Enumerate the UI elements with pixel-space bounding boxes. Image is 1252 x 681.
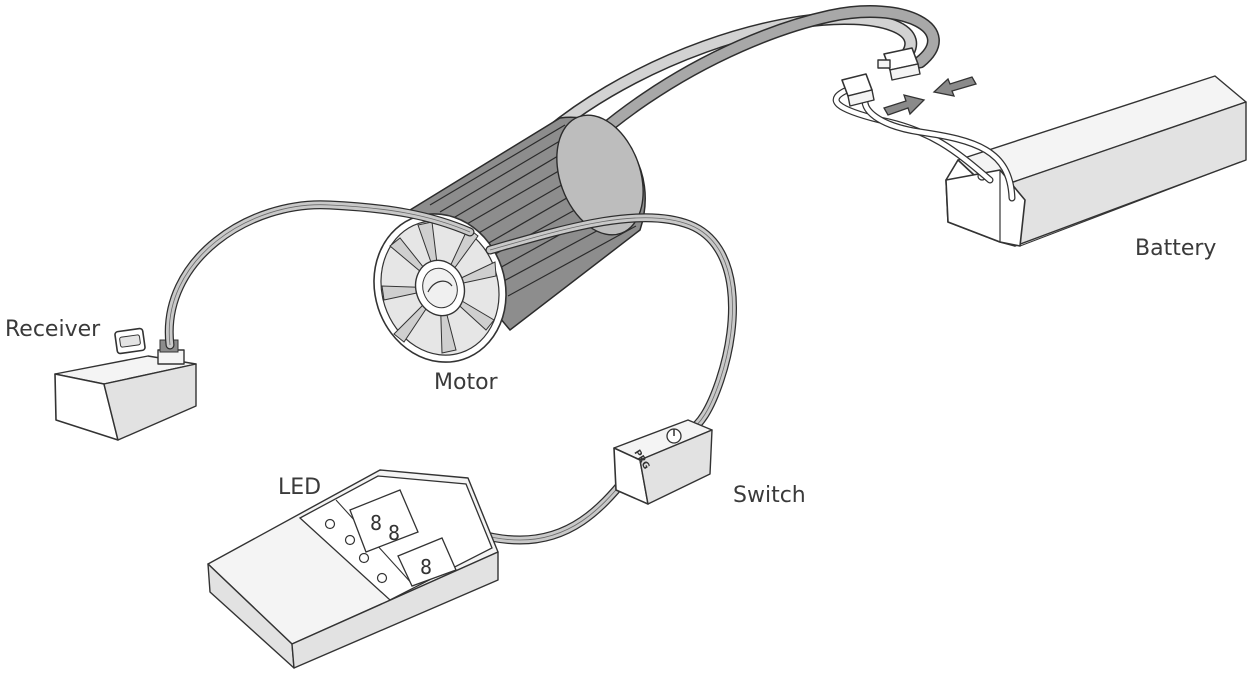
led-box: 8 8 8 — [207, 469, 499, 669]
label-switch: Switch — [733, 483, 806, 508]
connect-arrows — [883, 76, 977, 116]
label-motor: Motor — [434, 370, 499, 395]
led-display-top: 8 8 — [349, 489, 419, 553]
led-digit-1: 8 — [370, 511, 382, 535]
esc-connector — [877, 47, 921, 81]
led-digit-3: 8 — [420, 555, 432, 579]
led-display-bottom: 8 — [397, 537, 457, 587]
switch: PRG — [613, 419, 713, 505]
motor — [373, 114, 646, 363]
battery-leads — [832, 84, 1016, 202]
label-led: LED — [278, 475, 321, 500]
receiver — [54, 327, 197, 441]
receiver-antenna-port — [114, 327, 146, 355]
label-battery: Battery — [1135, 236, 1216, 261]
led-digit-2: 8 — [388, 521, 400, 545]
battery — [945, 75, 1247, 247]
label-receiver: Receiver — [5, 317, 101, 342]
power-icon — [666, 428, 682, 444]
switch-wire — [485, 213, 737, 437]
led-wire — [467, 473, 631, 545]
receiver-signal-wire — [164, 200, 475, 350]
battery-connector — [841, 73, 875, 107]
led-buttons — [324, 518, 388, 584]
